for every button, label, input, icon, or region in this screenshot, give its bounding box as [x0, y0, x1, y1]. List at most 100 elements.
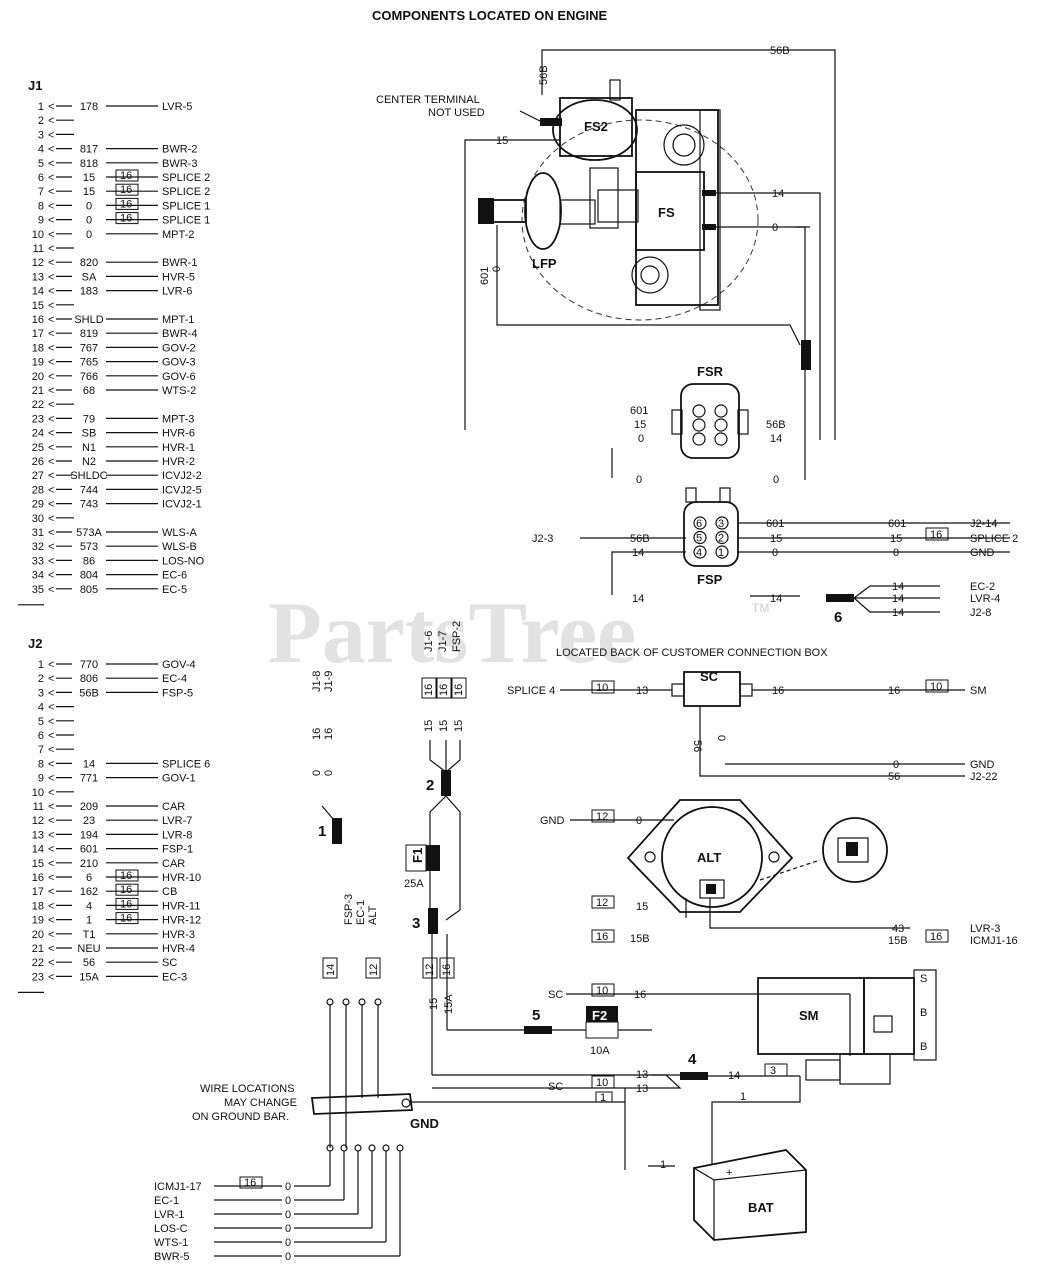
- j1-label-bg: [72, 496, 106, 509]
- fsr-left-0: 601: [630, 405, 648, 417]
- j2-arrow: <: [48, 730, 54, 742]
- gnd-terminal: [396, 1144, 404, 1152]
- fsp-pin-num: 2: [718, 533, 724, 545]
- gnd-row-dest: BWR-5: [154, 1251, 189, 1263]
- j1-arrow: <: [48, 200, 54, 212]
- fsp-dest-gnd: GND: [970, 547, 995, 559]
- alt-w15b2: 15B: [888, 935, 908, 947]
- j2-label-bg: [72, 841, 106, 854]
- gnd-row-dest: WTS-1: [154, 1237, 188, 1249]
- j1-label-bg: [72, 425, 106, 438]
- j1-arrow: <: [48, 555, 54, 567]
- j2-wire: 210: [80, 858, 98, 870]
- j1-label-bg: [72, 283, 106, 296]
- j1-dest: WLS-A: [162, 527, 198, 539]
- j1-pin: 8: [38, 200, 44, 212]
- j1-label-bg: [72, 454, 106, 466]
- bottom-w16: 16: [634, 989, 646, 1001]
- j1-dest: SPLICE 2: [162, 186, 210, 198]
- j2-pin: 4: [38, 702, 44, 714]
- j1-dest: GOV-3: [162, 357, 196, 369]
- bottom-w13b: 13: [636, 1083, 648, 1095]
- j1-pin: 7: [38, 186, 44, 198]
- j1-label-bg: [72, 525, 106, 537]
- j2-label-bg: [72, 912, 106, 925]
- j2-gauge: 16: [120, 898, 132, 910]
- center-terminal-note-2: NOT USED: [428, 107, 485, 119]
- gnd-row-gauge-box: [239, 1176, 263, 1189]
- ground-bar: [310, 1093, 414, 1115]
- j1-label-bg: [72, 198, 106, 211]
- j1-gauge-box: [115, 212, 139, 225]
- fsr-right-1: 14: [770, 433, 782, 445]
- splice-3: [428, 908, 438, 934]
- j1-wire: 805: [80, 584, 98, 596]
- j1-wire: SHLD: [74, 314, 103, 326]
- j1-pin: 19: [32, 357, 44, 369]
- j1-dest: SPLICE 2: [162, 172, 210, 184]
- j2-dest: LVR-7: [162, 815, 192, 827]
- j1-arrow: <: [48, 570, 54, 582]
- j1-gauge: 16: [120, 198, 132, 210]
- j1-pin: 1: [38, 101, 44, 113]
- j2-arrow: <: [48, 915, 54, 927]
- j1-wire: 766: [80, 371, 98, 383]
- j2-header: J2: [28, 636, 42, 651]
- j1-pin: 33: [32, 555, 44, 567]
- j1-arrow: <: [48, 257, 54, 269]
- sm-pin-2: B: [920, 1041, 927, 1053]
- sc-relay: LOCATED BACK OF CUSTOMER CONNECTION BOX …: [507, 647, 998, 783]
- j1-wire: 818: [80, 158, 98, 170]
- j1-label-bg: [72, 383, 106, 395]
- j1-wire: 743: [80, 499, 98, 511]
- j1-wire: SA: [82, 271, 97, 283]
- j2-gauge: 16: [120, 884, 132, 896]
- gnd-row-dest: LOS-C: [154, 1223, 188, 1235]
- j1-pin: 22: [32, 399, 44, 411]
- gnd-label: GND: [410, 1116, 439, 1131]
- j2-dest: HVR-4: [162, 943, 195, 955]
- sc-down-0: 0: [715, 735, 727, 741]
- j1-pin: 28: [32, 484, 44, 496]
- j1-dest: ICVJ2-2: [162, 470, 202, 482]
- j1-label-bg: [72, 482, 106, 495]
- fsp-14: 14: [632, 547, 644, 559]
- j2-arrow: <: [48, 702, 54, 714]
- j2-arrow: <: [48, 929, 54, 941]
- j1-dest: EC-5: [162, 584, 187, 596]
- j2-dest: CAR: [162, 801, 185, 813]
- j1-dest: MPT-1: [162, 314, 194, 326]
- splice-5: [524, 1026, 552, 1034]
- j2-label-bg: [72, 827, 106, 840]
- j2-pin: 17: [32, 886, 44, 898]
- j1-dest: MPT-2: [162, 229, 194, 241]
- j2-wire: 209: [80, 801, 98, 813]
- splice-6: 6 14 14 14 EC-2 LVR-4 J2-8: [826, 581, 1000, 626]
- j2-dest: CB: [162, 886, 177, 898]
- j2-dest: HVR-10: [162, 872, 201, 884]
- j2-gauge: 16: [120, 913, 132, 925]
- j2-dest: HVR-3: [162, 929, 195, 941]
- j1-arrow: <: [48, 271, 54, 283]
- fsp-label: FSP: [697, 572, 723, 587]
- bottom-g10: 10: [596, 985, 608, 997]
- j2-wire: 56: [83, 957, 95, 969]
- j1-label-bg: [72, 368, 106, 381]
- j1-arrow: <: [48, 243, 54, 255]
- j2-pin: 8: [38, 758, 44, 770]
- j1-arrow: <: [48, 172, 54, 184]
- alt-dest-1: LVR-3: [970, 923, 1000, 935]
- j2-dest: EC-3: [162, 971, 187, 983]
- fuse-f1-rating: 25A: [404, 878, 424, 890]
- fsp-pin-num: 6: [696, 518, 702, 530]
- alt-g12b: 12: [596, 897, 608, 909]
- fsp-far-601: 601: [888, 518, 906, 530]
- j1-pin: 34: [32, 570, 44, 582]
- j1-gauge-box: [115, 183, 139, 196]
- j1-wire: 0: [86, 215, 92, 227]
- harness-w15: 15: [428, 998, 440, 1010]
- bottom-w1b: 1: [660, 1159, 666, 1171]
- sm-pin-1: B: [920, 1007, 927, 1019]
- j1-dest: HVR-1: [162, 442, 195, 454]
